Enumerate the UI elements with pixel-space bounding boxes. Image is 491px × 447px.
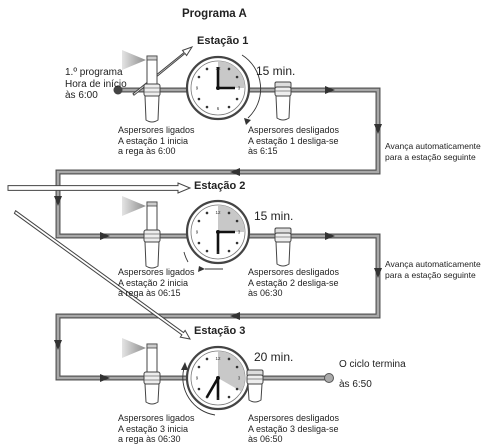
clock-label: 12 xyxy=(215,210,221,215)
clock-tick xyxy=(235,241,239,245)
start-label: 1.º programa Hora de início às 6:00 xyxy=(65,67,127,101)
clock-1: 12 3 6 9 xyxy=(185,54,262,125)
flow-arrow-left xyxy=(230,312,240,320)
clock-tick xyxy=(235,219,239,223)
sprinkler-off-2 xyxy=(274,227,292,267)
clock-tick xyxy=(197,365,201,369)
clock-shaded-sector xyxy=(218,205,245,232)
station-1-name: Estação 1 xyxy=(197,35,249,47)
station-2-duration: 15 min. xyxy=(254,209,294,223)
clock-tick xyxy=(235,365,239,369)
clock-3: 12 3 6 9 xyxy=(181,345,251,416)
station-2-on-caption: Aspersores ligados A estação 2 inicia a … xyxy=(118,267,195,298)
flow-arrow-right xyxy=(325,232,335,240)
clock-tick xyxy=(235,75,239,79)
clock-tick xyxy=(235,97,239,101)
clock-tick xyxy=(227,211,231,215)
clock-label: 12 xyxy=(215,66,221,71)
advance-note-1: Avança automaticamente para a estação se… xyxy=(385,141,481,162)
clock-label: 6 xyxy=(217,396,220,401)
station-1-duration: 15 min. xyxy=(256,64,296,78)
sprinkler-on-3 xyxy=(122,338,161,405)
spray-icon xyxy=(122,338,146,358)
end-dot xyxy=(324,373,334,383)
clock-tick xyxy=(205,105,209,109)
clock-label: 3 xyxy=(238,376,241,381)
clock-tick xyxy=(205,249,209,253)
clock-ticks xyxy=(197,211,239,253)
clock-label: 3 xyxy=(238,86,241,91)
clock-tick xyxy=(227,395,231,399)
flow-arrow-down xyxy=(54,196,62,206)
flow-arrow-down xyxy=(374,124,382,134)
clock-tick xyxy=(197,75,201,79)
flow-arrow-right xyxy=(100,374,110,382)
clock-label: 9 xyxy=(196,230,199,235)
sprinkler-off-1 xyxy=(274,81,292,121)
station-3-off-caption: Aspersores desligados A estação 3 deslig… xyxy=(248,413,340,444)
end-label: O ciclo termina às 6:50 xyxy=(339,359,406,390)
start-dot xyxy=(113,85,123,95)
clock-tick xyxy=(227,249,231,253)
clock-tick xyxy=(235,387,239,391)
sprinkler-on-2 xyxy=(122,196,161,269)
flow-arrow-down xyxy=(54,340,62,350)
station-3-duration: 20 min. xyxy=(254,350,294,364)
clock-tick xyxy=(205,211,209,215)
clock-tick xyxy=(197,241,201,245)
clock-label: 9 xyxy=(196,86,199,91)
station-1-on-caption: Aspersores ligados A estação 1 inicia a … xyxy=(118,125,195,156)
station-2-name: Estação 2 xyxy=(194,180,246,192)
station-3-on-caption: Aspersores ligados A estação 3 inicia a … xyxy=(118,413,195,444)
clock-ticks xyxy=(197,67,239,109)
flow-arrow-down xyxy=(374,268,382,278)
clock-2: 12 3 6 9 xyxy=(183,199,251,272)
station-3-name: Estação 3 xyxy=(194,325,246,337)
clock-tick xyxy=(227,105,231,109)
clock-tick xyxy=(197,219,201,223)
station-2-off-caption: Aspersores desligados A estação 2 deslig… xyxy=(248,267,340,298)
clock-label: 9 xyxy=(196,376,199,381)
sprinkler-on-1 xyxy=(122,50,161,123)
advance-note-2: Avança automaticamente para a estação se… xyxy=(385,259,481,280)
clock-tick xyxy=(197,97,201,101)
sprinkler-off-3 xyxy=(246,369,264,403)
pointer-arrow-station-2 xyxy=(7,182,192,194)
diagram-title: Programa A xyxy=(182,8,247,20)
station-1-off-caption: Aspersores desligados A estação 1 deslig… xyxy=(248,125,340,156)
flow-arrow-right xyxy=(100,232,110,240)
clock-tick xyxy=(227,357,231,361)
clock-label: 6 xyxy=(217,250,220,255)
clock-label: 3 xyxy=(238,230,241,235)
clock-label: 12 xyxy=(215,356,221,361)
flow-arrow-left xyxy=(230,168,240,176)
clock-tick xyxy=(227,67,231,71)
clock-tick xyxy=(205,357,209,361)
pointer-arrow-station-3 xyxy=(13,209,191,340)
clock-shaded-sector xyxy=(218,61,245,88)
clock-shaded-sector xyxy=(218,351,245,392)
flow-arrow-right xyxy=(325,86,335,94)
clock-tick xyxy=(197,387,201,391)
spray-icon xyxy=(122,50,146,70)
clock-label: 6 xyxy=(217,106,220,111)
clock-tick xyxy=(205,67,209,71)
spray-icon xyxy=(122,196,146,216)
